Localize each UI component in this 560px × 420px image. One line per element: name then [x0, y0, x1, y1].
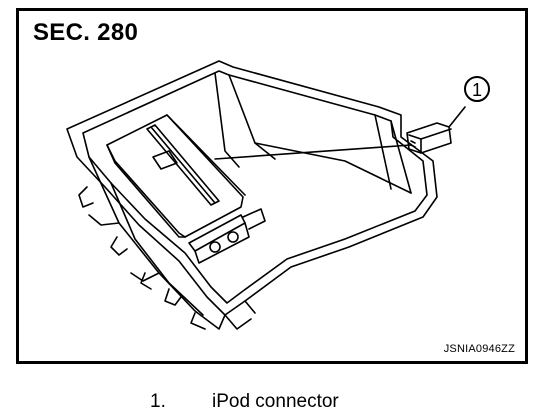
callout-leader-line [214, 144, 412, 160]
ipod-unit [106, 114, 266, 264]
callout-1: 1 [464, 76, 490, 102]
console-box-outline [66, 60, 438, 330]
legend-item-number: 1. [150, 391, 166, 412]
legend-item-label: iPod connector [212, 391, 339, 412]
figure-code: JSNIA0946ZZ [443, 343, 515, 355]
legend-item: 1. iPod connector [150, 391, 339, 413]
callout-1-number: 1 [472, 80, 482, 100]
diagram-frame: SEC. 280 [16, 8, 528, 364]
section-label: SEC. 280 [33, 19, 139, 46]
legend: 1. iPod connector [150, 391, 339, 413]
console-box-illustration: 1 [66, 60, 490, 330]
ipod-connector [406, 106, 466, 154]
